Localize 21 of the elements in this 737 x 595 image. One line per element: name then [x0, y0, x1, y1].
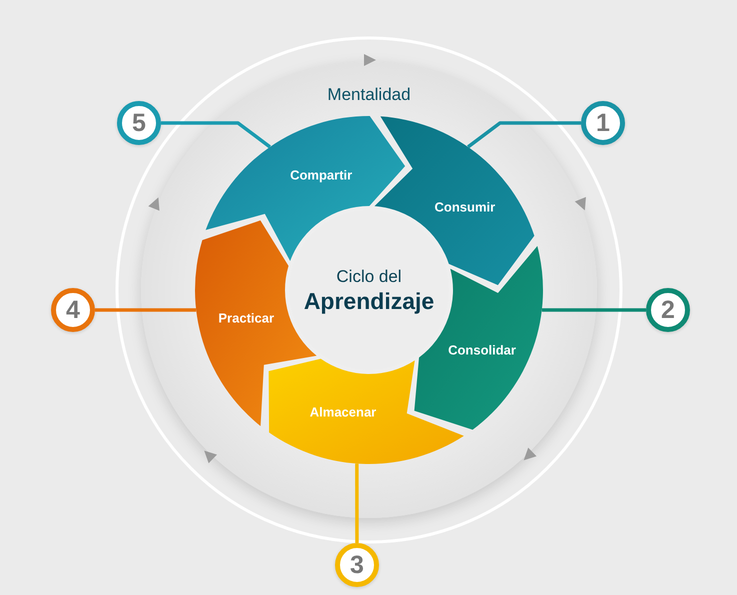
- segment-label: Almacenar: [310, 404, 376, 421]
- ring-label: Mentalidad: [327, 84, 411, 106]
- leader-line: [542, 308, 646, 312]
- segment-label: Consolidar: [448, 342, 516, 359]
- step-number: 1: [581, 101, 625, 145]
- step-number: 4: [51, 288, 95, 332]
- leader-line: [95, 308, 196, 312]
- arrow-segment: [205, 116, 406, 262]
- leader-line: [355, 464, 359, 543]
- center-subtitle: Ciclo del: [336, 266, 402, 286]
- segment-label: Compartir: [290, 166, 352, 183]
- arrow-segment: [374, 116, 535, 286]
- leader-line: [467, 121, 581, 148]
- center-title: Aprendizaje: [304, 286, 434, 314]
- segment-label: Consumir: [434, 198, 496, 216]
- arrow-segment: [268, 358, 464, 464]
- step-number: 5: [117, 101, 161, 145]
- step-number: 2: [646, 288, 690, 332]
- step-number: 3: [335, 543, 379, 587]
- leader-line: [161, 121, 271, 148]
- segment-label: Practicar: [218, 310, 274, 327]
